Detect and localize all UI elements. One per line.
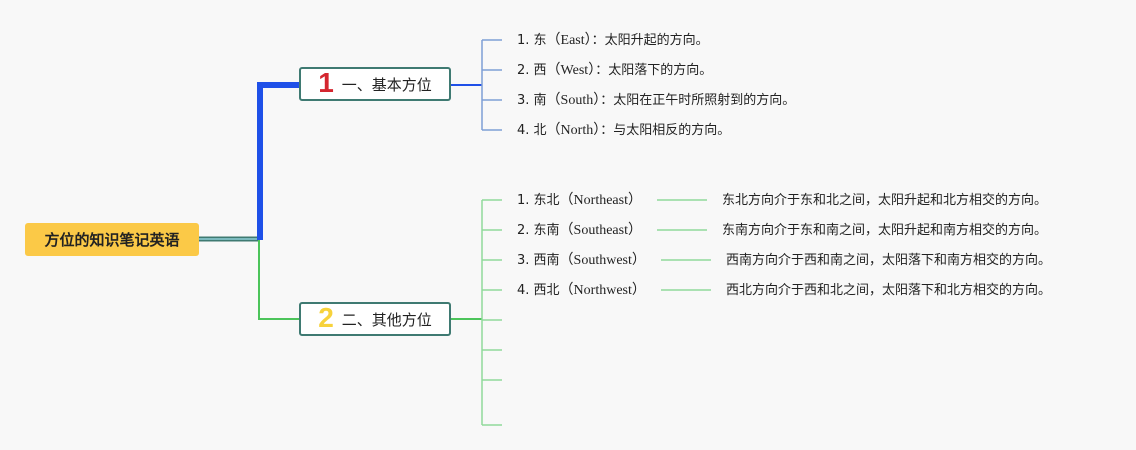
leaf-node-northeast[interactable]: 1. 东北（Northeast） [517, 193, 642, 209]
leaf-desc: ：太阳落下的方向。 [595, 63, 713, 78]
leaf-desc: ：太阳升起的方向。 [591, 33, 709, 48]
branch-node-other-directions[interactable]: 2 二、其他方位 [299, 302, 451, 336]
leaf-prefix: 3. 西南 [517, 253, 560, 268]
leaf-node-southwest[interactable]: 3. 西南（Southwest） [517, 253, 646, 269]
leaf-node-north[interactable]: 4. 北（North）：与太阳相反的方向。 [517, 123, 730, 139]
branch-label: 二、其他方位 [341, 310, 432, 329]
leaf-prefix: 2. 西 [517, 63, 547, 78]
number-one-icon: 1 [318, 67, 334, 98]
branch-label: 一、基本方位 [341, 75, 432, 94]
leaf-node-northwest[interactable]: 4. 西北（Northwest） [517, 283, 646, 299]
leaf-prefix: 4. 西北 [517, 283, 560, 298]
leaf-english: （Northeast） [559, 193, 642, 208]
branch2-connector [258, 240, 299, 320]
leaf-english: （Southwest） [559, 253, 646, 268]
leaf-desc-northwest[interactable]: 西北方向介于西和北之间，太阳落下和北方相交的方向。 [726, 283, 1052, 298]
leaf-desc-northeast[interactable]: 东北方向介于东和北之间，太阳升起和北方相交的方向。 [722, 193, 1048, 208]
leaf-prefix: 2. 东南 [517, 223, 560, 238]
leaf-desc-southeast[interactable]: 东南方向介于东和南之间，太阳升起和南方相交的方向。 [722, 223, 1048, 238]
number-two-icon: 2 [318, 302, 334, 333]
leaf-desc: ：与太阳相反的方向。 [600, 123, 731, 138]
leaf-node-east[interactable]: 1. 东（East）：太阳升起的方向。 [517, 33, 709, 49]
leaf-prefix: 1. 东 [517, 33, 547, 48]
leaf-prefix: 1. 东北 [517, 193, 560, 208]
leaf-prefix: 3. 南 [517, 93, 547, 108]
branch1-connector [257, 82, 299, 240]
leaf-desc-southwest[interactable]: 西南方向介于西和南之间，太阳落下和南方相交的方向。 [726, 253, 1052, 268]
root-label: 方位的知识笔记英语 [44, 231, 180, 249]
leaf-node-southeast[interactable]: 2. 东南（Southeast） [517, 223, 642, 239]
leaf-english: （West） [546, 63, 596, 78]
leaf-english: （Southeast） [559, 223, 642, 238]
branch-node-basic-directions[interactable]: 1 一、基本方位 [299, 67, 451, 101]
leaf-english: （East） [546, 33, 592, 48]
leaf-english: （South） [546, 93, 601, 108]
leaf-english: （Northwest） [559, 283, 646, 298]
leaf-node-west[interactable]: 2. 西（West）：太阳落下的方向。 [517, 63, 712, 79]
leaf-english: （North） [546, 123, 601, 138]
leaf-desc: ：太阳在正午时所照射到的方向。 [600, 93, 796, 108]
leaf-node-south[interactable]: 3. 南（South）：太阳在正午时所照射到的方向。 [517, 93, 795, 109]
root-node[interactable]: 方位的知识笔记英语 [25, 223, 199, 256]
leaf-prefix: 4. 北 [517, 123, 547, 138]
